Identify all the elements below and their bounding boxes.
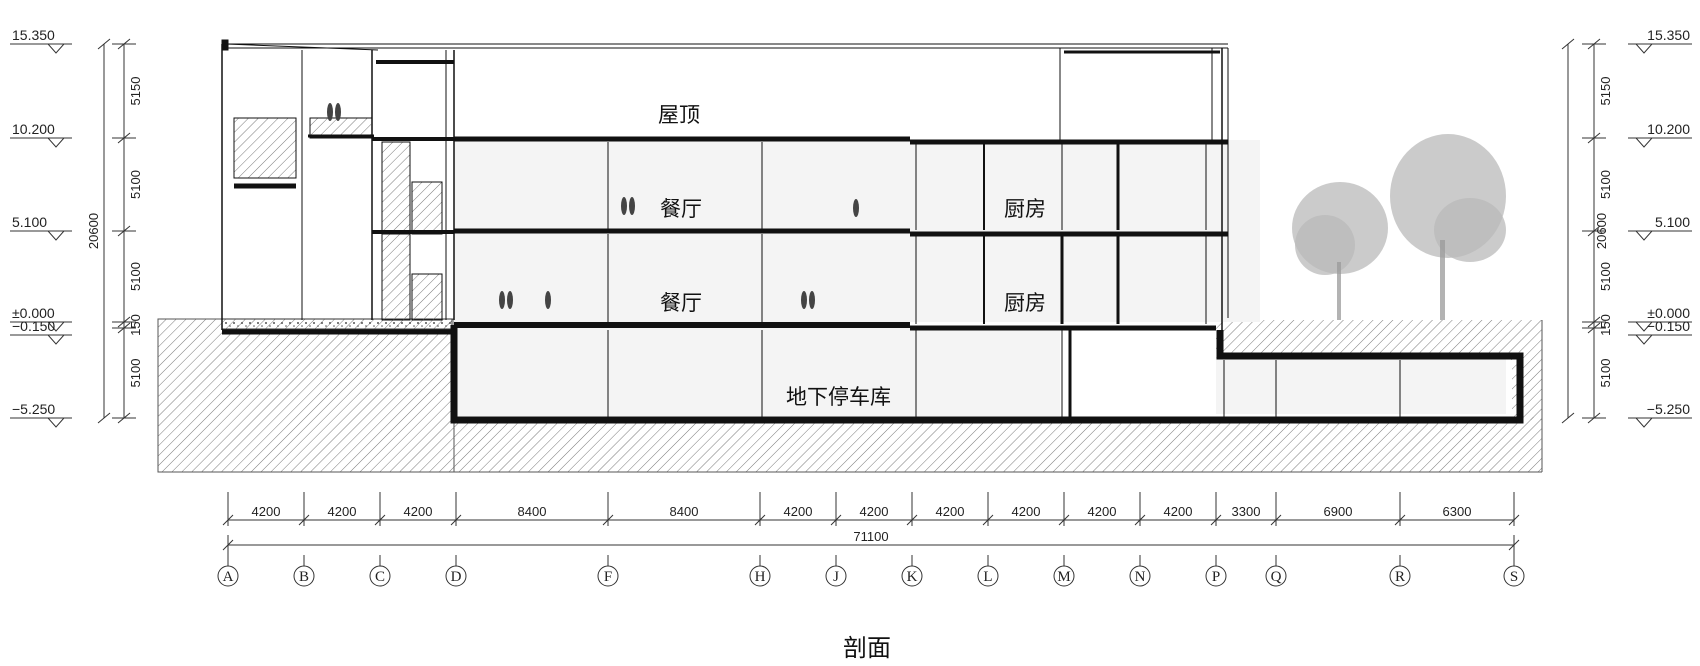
level-marker: −0.150 [10,318,72,345]
bay-dimension: 4200 [404,504,433,519]
level-value: 5.100 [12,214,47,230]
drawing-title: 剖面 [843,634,891,662]
grid-axis-bubble [369,565,391,587]
grid-axis-label: L [983,569,992,585]
level-value: −5.250 [12,401,55,417]
grid-axis-bubble [1503,565,1525,587]
left-height-dimensions: 5150 5100 5100 150 5100 20600 [86,38,143,424]
grid-axis-bubble [825,565,847,587]
room-label-dining-lower: 餐厅 [660,291,702,315]
building-interior [454,140,1506,416]
bay-dimension: 3300 [1232,504,1261,519]
level-marker: 10.200 [10,121,72,148]
bay-dimension: 4200 [936,504,965,519]
grid-axis-label: K [907,569,918,585]
room-label-garage: 地下停车库 [786,385,891,409]
grid-axis-label: D [451,569,462,585]
level-marker: 15.350 [10,27,72,54]
level-value: ±0.000 [1647,305,1690,321]
bay-dimension: 4200 [784,504,813,519]
bay-dimension: 8400 [670,504,699,519]
bay-dimension: 8400 [518,504,547,519]
grid-axis-bubble [1205,565,1227,587]
level-value: −0.150 [12,318,55,334]
level-marker: 5.100 [1628,214,1692,241]
grid-axis-bubble [1129,565,1151,587]
room-label-kitchen-lower: 厨房 [1004,291,1046,315]
level-marker: ±0.000 [1628,305,1692,332]
bay-dimension: 6900 [1324,504,1353,519]
level-value: −5.250 [1647,401,1690,417]
grid-axis-bubble [445,565,467,587]
level-value: 15.350 [12,27,55,43]
total-height: 20600 [1594,213,1609,249]
building-structure [221,39,1524,424]
bay-dimension: 4200 [1012,504,1041,519]
tree-icon [1292,134,1506,320]
floor-height: 5150 [128,77,143,106]
grid-axis-bubble [901,565,923,587]
level-marker: 5.100 [10,214,72,241]
floor-height: 150 [128,314,143,336]
grid-axis-bubble [597,565,619,587]
grid-axis-label: A [223,569,234,585]
grid-axis-bubble [217,565,239,587]
grid-axis-bubble [1389,565,1411,587]
level-value: 5.100 [1655,214,1690,230]
floor-height: 5100 [1598,170,1613,199]
floor-height: 5100 [128,359,143,388]
bay-dimensions: 4200 4200 4200 8400 8400 4200 4200 4200 4200 4200… [222,492,1520,555]
grid-axis-bubble [1265,565,1287,587]
bay-dimension: 4200 [1164,504,1193,519]
bay-dimension: 4200 [1088,504,1117,519]
grid-axis-bubble [749,565,771,587]
level-marker: ±0.000 [10,305,72,332]
grid-axis-label: F [604,569,612,585]
total-length: 71100 [853,529,888,544]
bay-dimension: 4200 [860,504,889,519]
level-marker: 10.200 [1628,121,1692,148]
grid-axis-label: P [1212,569,1220,585]
level-marker: 15.350 [1628,27,1692,54]
level-marker: −5.250 [1628,401,1692,428]
bay-dimension: 4200 [328,504,357,519]
floor-height: 5100 [128,170,143,199]
total-height: 20600 [86,213,101,249]
grid-axis-label: J [833,569,839,585]
left-level-markers: 15.350 10.200 5.100 ±0.000−0.150 −5.250 [10,27,72,428]
floor-height: 5100 [1598,262,1613,291]
grid-axis-bubble [1053,565,1075,587]
level-value: 10.200 [1647,121,1690,137]
floor-height: 5100 [128,262,143,291]
grid-axis-label: N [1135,569,1146,585]
grid-axis-bubble [977,565,999,587]
grid-axis-bubble [293,565,315,587]
level-value: 10.200 [12,121,55,137]
level-value: −0.150 [1647,318,1690,334]
bay-dimension: 4200 [252,504,281,519]
floor-height: 150 [1598,314,1613,336]
room-label-dining-upper: 餐厅 [660,197,702,221]
people-silhouettes [327,103,859,309]
grid-axis-label: S [1510,569,1518,585]
grid-axis-label: M [1057,569,1070,585]
level-marker: −0.150 [1628,318,1692,345]
grid-axis-label: C [375,569,385,585]
grid-axis-label: Q [1271,569,1282,585]
level-value: 15.350 [1647,27,1690,43]
grid-axis-label: B [299,569,309,585]
room-label-kitchen-upper: 厨房 [1004,197,1046,221]
room-label-roof: 屋顶 [658,103,700,127]
grid-axis-label: H [755,569,766,585]
right-level-markers: 15.350 10.200 5.100 ±0.000−0.150 −5.250 [1628,27,1692,428]
bay-dimension: 6300 [1443,504,1472,519]
level-marker: −5.250 [10,401,72,428]
floor-height: 5100 [1598,359,1613,388]
right-height-dimensions: 5150 5100 5100 150 5100 20600 [1561,38,1613,424]
floor-height: 5150 [1598,77,1613,106]
level-value: ±0.000 [12,305,55,321]
grid-axis-label: R [1395,569,1405,585]
